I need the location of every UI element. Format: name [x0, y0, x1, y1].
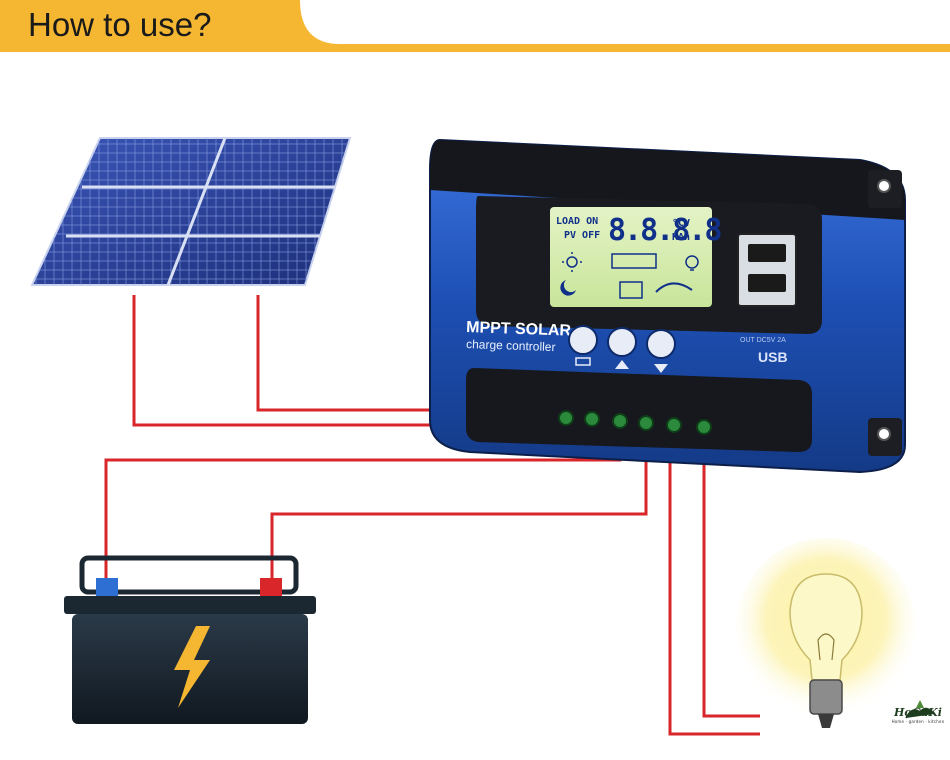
usb-port-1[interactable] [748, 244, 786, 262]
lcd-load-arrow-icon [655, 282, 693, 293]
page-title: How to use? [28, 6, 212, 43]
header-tab [0, 0, 318, 52]
brand-tagline: Home · garden · kitchen [891, 719, 945, 724]
usb-port-2[interactable] [748, 274, 786, 292]
lcd-load-on: LOAD ON [556, 216, 598, 227]
down-button-icon [654, 364, 668, 373]
mount-hole-bottom [877, 427, 891, 441]
up-button[interactable] [607, 327, 637, 357]
charge-controller: LOAD ON PV OFF 8.8.8.8 °CV KAh OUT DC5V … [429, 138, 906, 474]
terminal-screw[interactable] [558, 410, 574, 426]
lcd-unit-top: °CV [672, 218, 690, 229]
lcd-pv-off: PV OFF [564, 230, 600, 241]
brand-logo: HoGaKi Home · garden · kitchen [888, 706, 948, 724]
controller-brand-line1: MPPT SOLAR [466, 319, 572, 340]
lcd-moon-icon [560, 280, 576, 296]
light-bulb [736, 538, 916, 728]
controller-brand-line2: charge controller [466, 337, 556, 354]
lcd-digits: 8.8.8.8 [608, 213, 721, 248]
battery-top [64, 596, 316, 614]
lcd-screen [550, 207, 712, 307]
lcd-sun-icon [562, 252, 582, 272]
wire-load-positive [702, 430, 760, 718]
wire-load-negative [668, 430, 760, 736]
bulb-filament [817, 633, 835, 661]
lcd-unit-bottom: KAh [672, 232, 690, 243]
terminal-screw[interactable] [696, 419, 712, 435]
controller-top-cover [430, 140, 905, 220]
lightning-icon [174, 626, 210, 708]
mount-hole-top [877, 179, 891, 193]
brand-logo-mark [905, 700, 935, 719]
header-bar [0, 0, 950, 52]
lcd-bulb-icon [685, 255, 699, 271]
usb-spec-label: OUT DC5V 2A [740, 337, 786, 344]
brand-name: HoGaKi [894, 706, 942, 719]
lcd-battery-face-icon [619, 281, 643, 299]
terminal-screws [558, 410, 712, 435]
terminal-screw[interactable] [638, 415, 654, 431]
battery-positive-terminal [260, 578, 282, 596]
terminal-block [466, 368, 812, 452]
bulb-base [809, 679, 843, 715]
bulb-tip [818, 714, 834, 728]
down-button[interactable] [646, 329, 676, 359]
wire-battery-positive [270, 430, 648, 580]
lcd-battery-icon [611, 253, 657, 269]
menu-button[interactable] [568, 325, 598, 355]
terminal-screw[interactable] [584, 411, 600, 427]
battery [64, 555, 316, 724]
menu-button-icon [575, 357, 591, 366]
battery-negative-terminal [96, 578, 118, 596]
up-button-icon [615, 360, 629, 369]
terminal-screw[interactable] [666, 417, 682, 433]
solar-panel [30, 137, 352, 286]
usb-label: USB [758, 349, 788, 365]
terminal-screw[interactable] [612, 413, 628, 429]
battery-handle [79, 555, 299, 595]
